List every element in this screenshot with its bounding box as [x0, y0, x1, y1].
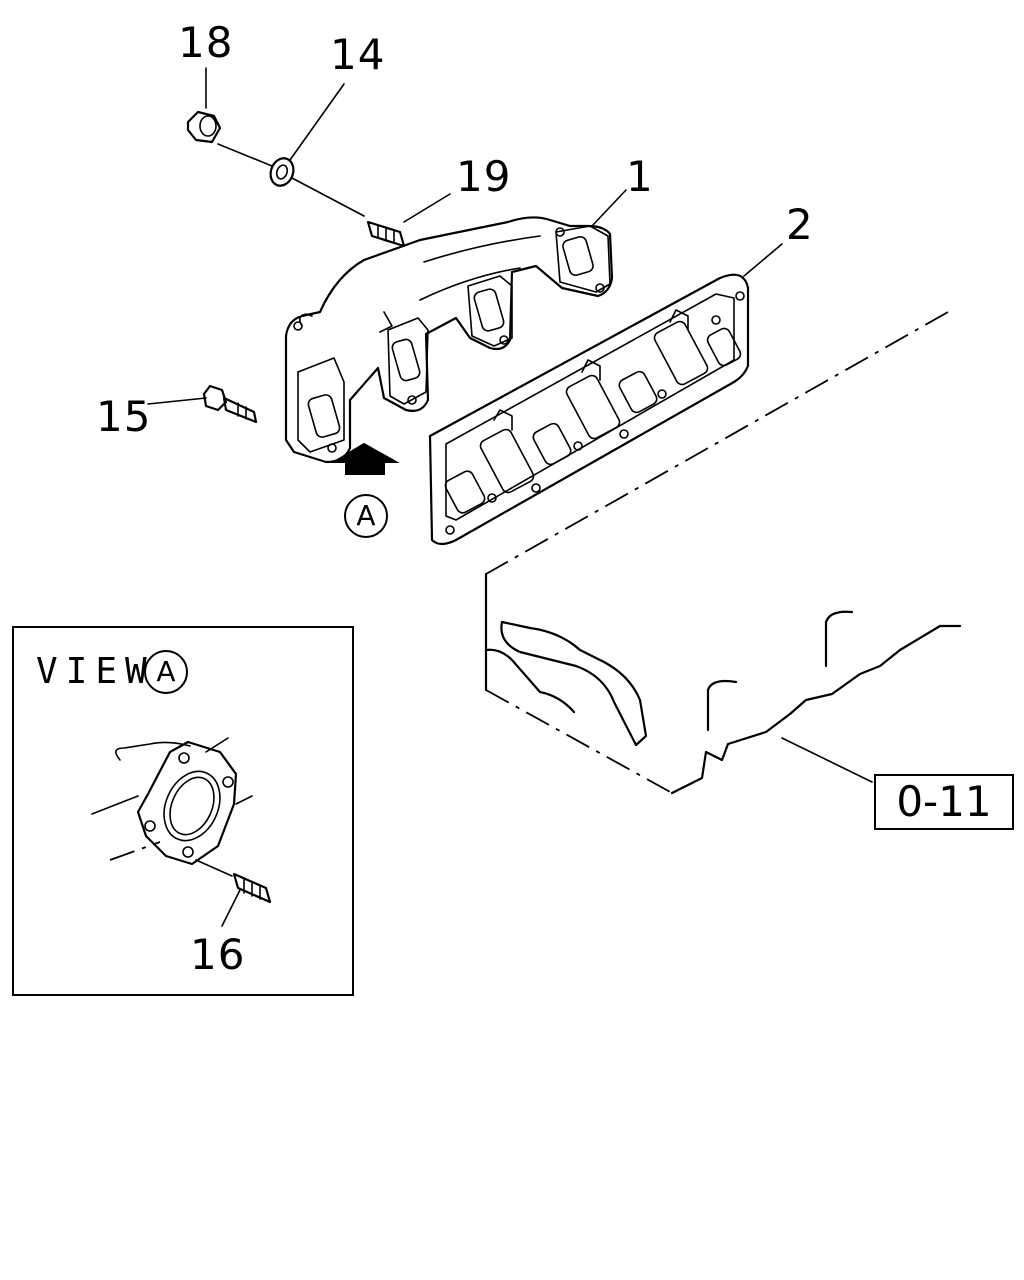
view-a-box-marker: A — [144, 650, 188, 694]
view-a-marker: A — [344, 494, 388, 538]
stud-icon — [366, 220, 406, 248]
callout-15: 15 — [96, 392, 152, 441]
reference-box: 0-11 — [874, 774, 1014, 830]
callout-16: 16 — [190, 930, 246, 979]
leader-lines — [147, 67, 873, 783]
view-a-detail-drawing — [91, 737, 272, 927]
callout-1: 1 — [626, 152, 654, 201]
view-a-label: VIEW — [36, 651, 155, 692]
callout-14: 14 — [330, 30, 386, 79]
callout-18: 18 — [178, 18, 234, 67]
nut-icon — [186, 110, 222, 144]
manifold-gasket — [428, 273, 750, 546]
view-a-box — [12, 626, 354, 996]
exhaust-manifold — [284, 216, 614, 464]
cylinder-head-outline — [484, 311, 962, 795]
washer-icon — [269, 157, 295, 187]
callout-19: 19 — [456, 152, 512, 201]
bolt-icon — [202, 384, 258, 424]
direction-arrow-icon — [330, 442, 400, 475]
callout-2: 2 — [786, 200, 814, 249]
